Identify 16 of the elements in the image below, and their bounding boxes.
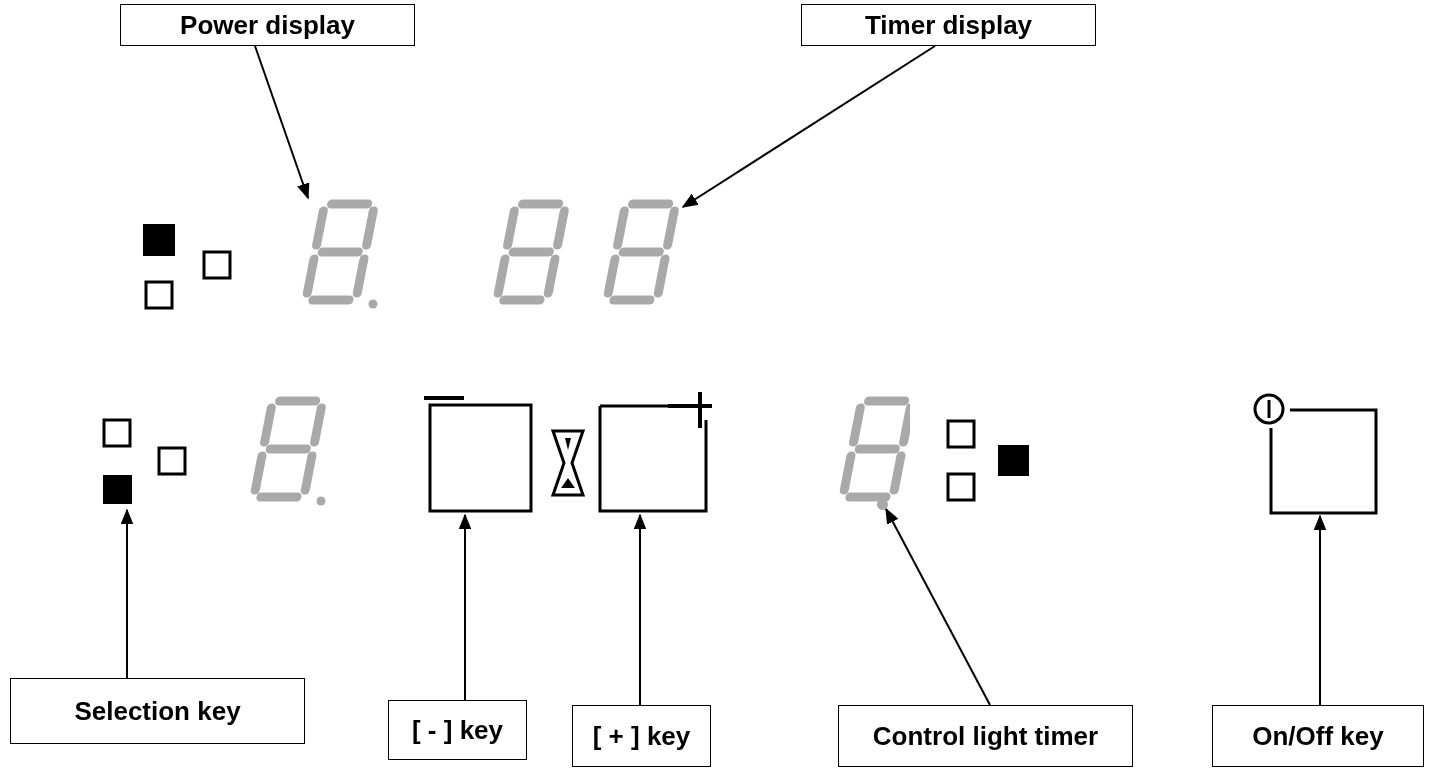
callout-label: Selection key	[10, 678, 305, 744]
callout-label: [ + ] key	[572, 705, 711, 767]
leader-arrow	[885, 507, 991, 706]
callout-label: Control light timer	[838, 705, 1133, 767]
callout-label: Power display	[120, 4, 415, 46]
callout-label: Timer display	[801, 4, 1096, 46]
control-light	[877, 499, 888, 510]
leader-arrow	[1313, 514, 1327, 706]
leader-arrow	[120, 508, 134, 679]
leader-arrow	[633, 513, 647, 706]
leader-arrow	[458, 513, 472, 701]
callout-label: [ - ] key	[388, 700, 527, 760]
callout-label: On/Off key	[1212, 705, 1424, 767]
leader-arrow	[254, 45, 310, 200]
leader-arrow	[681, 45, 936, 208]
on-off-key	[1269, 408, 1380, 516]
